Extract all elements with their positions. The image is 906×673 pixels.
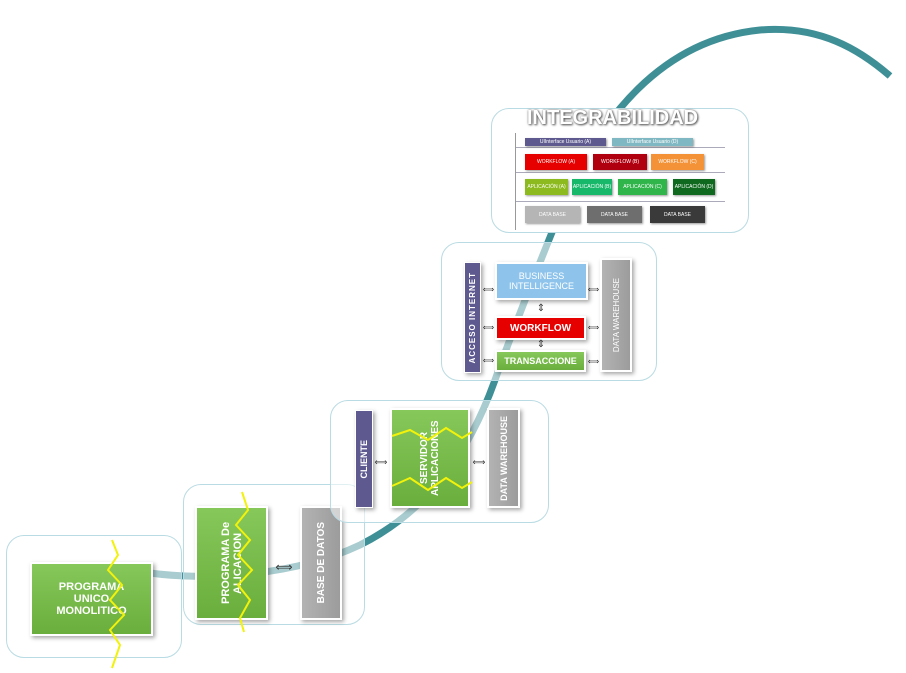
- vertical-double-arrow-icon: ⇕: [536, 302, 546, 314]
- app-c-chip: APLICACIÓN (C): [618, 179, 667, 195]
- database-label: BASE DE DATOS: [315, 522, 327, 604]
- double-arrow-icon: ⟺: [472, 456, 486, 467]
- integrability-title: INTEGRABILIDAD: [527, 107, 699, 129]
- ui-a-chip: UIInterface Usuario (A): [525, 138, 606, 146]
- app-b-chip: APLICACIÓN (B): [572, 179, 612, 195]
- app-server-label: SERVIDOR APLICACIONES: [419, 420, 441, 496]
- application-program-label: PROGRAMA De ALICACION: [219, 521, 244, 605]
- internet-access-label: ACCESO INTERNET: [468, 271, 477, 364]
- database-1-chip: DATA BASE: [525, 206, 580, 223]
- monolithic-program-block: PROGRAMA UNICO MONOLITICO: [30, 562, 153, 636]
- data-warehouse-block: DATA WAREHOUSE: [487, 408, 520, 508]
- vertical-double-arrow-icon: ⇕: [536, 338, 546, 350]
- transactions-block: TRANSACCIONE: [495, 350, 586, 372]
- app-server-block: SERVIDOR APLICACIONES: [390, 408, 470, 508]
- business-intelligence-block: BUSINESS INTELLIGENCE: [495, 262, 588, 300]
- double-arrow-icon: ⟺: [482, 355, 495, 365]
- database-3-chip: DATA BASE: [650, 206, 705, 223]
- database-2-chip: DATA BASE: [587, 206, 642, 223]
- data-warehouse-label: DATA WAREHOUSE: [498, 415, 509, 501]
- double-arrow-icon: ⟺: [587, 356, 600, 366]
- double-arrow-icon: ⟺: [587, 284, 600, 294]
- workflow-c-chip: WORKFLOW (C): [651, 154, 704, 170]
- data-warehouse-label: DATA WAREHOUSE: [611, 277, 621, 353]
- app-d-chip: APLICACIÓN (D): [673, 179, 715, 195]
- double-arrow-icon: ⟺: [482, 322, 495, 332]
- ui-d-chip: UIInterface Usuario (D): [612, 138, 693, 146]
- data-warehouse-block: DATA WAREHOUSE: [600, 258, 632, 372]
- double-arrow-icon: ⟺: [275, 560, 293, 574]
- internet-access-block: ACCESO INTERNET: [464, 262, 481, 373]
- database-block: BASE DE DATOS: [300, 506, 342, 620]
- client-label: CLIENTE: [359, 439, 369, 479]
- workflow-a-chip: WORKFLOW (A): [525, 154, 587, 170]
- application-program-block: PROGRAMA De ALICACION: [195, 506, 268, 620]
- app-a-chip: APLICACIÓN (A): [525, 179, 568, 195]
- double-arrow-icon: ⟺: [587, 322, 600, 332]
- double-arrow-icon: ⟺: [374, 456, 388, 467]
- workflow-b-chip: WORKFLOW (B): [593, 154, 647, 170]
- client-block: CLIENTE: [355, 410, 373, 508]
- double-arrow-icon: ⟺: [482, 284, 495, 294]
- workflow-block: WORKFLOW: [495, 316, 586, 340]
